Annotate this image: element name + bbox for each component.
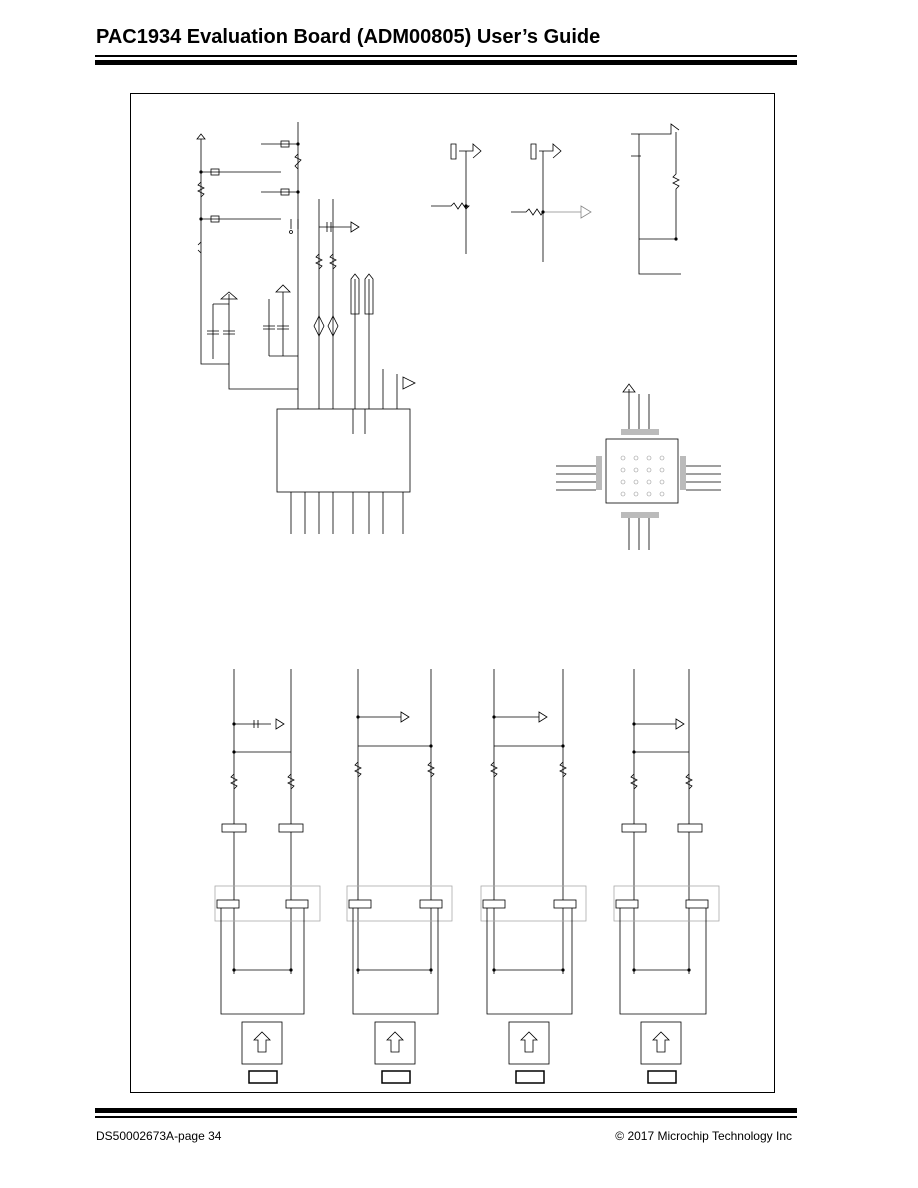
channel-sections	[214, 669, 720, 1084]
connector-block	[556, 383, 721, 550]
header-rule-thick	[95, 60, 797, 65]
page-title: PAC1934 Evaluation Board (ADM00805) User…	[96, 26, 601, 48]
schematic-drawing	[196, 122, 721, 1084]
footer-doc-id: DS50002673A-page 34	[96, 1129, 222, 1143]
schematic-figure	[130, 93, 775, 1093]
connector-pins	[620, 455, 665, 497]
header-rule-thin	[95, 55, 797, 57]
level-shifter-section	[431, 123, 681, 275]
footer-rule-thin	[95, 1116, 797, 1118]
footer-copyright: © 2017 Microchip Technology Inc	[615, 1129, 792, 1143]
footer-rule-thick	[95, 1108, 797, 1113]
schematic-junctions	[199, 142, 691, 972]
pac1934-ic-block	[276, 199, 416, 534]
power-input-section	[196, 122, 302, 409]
